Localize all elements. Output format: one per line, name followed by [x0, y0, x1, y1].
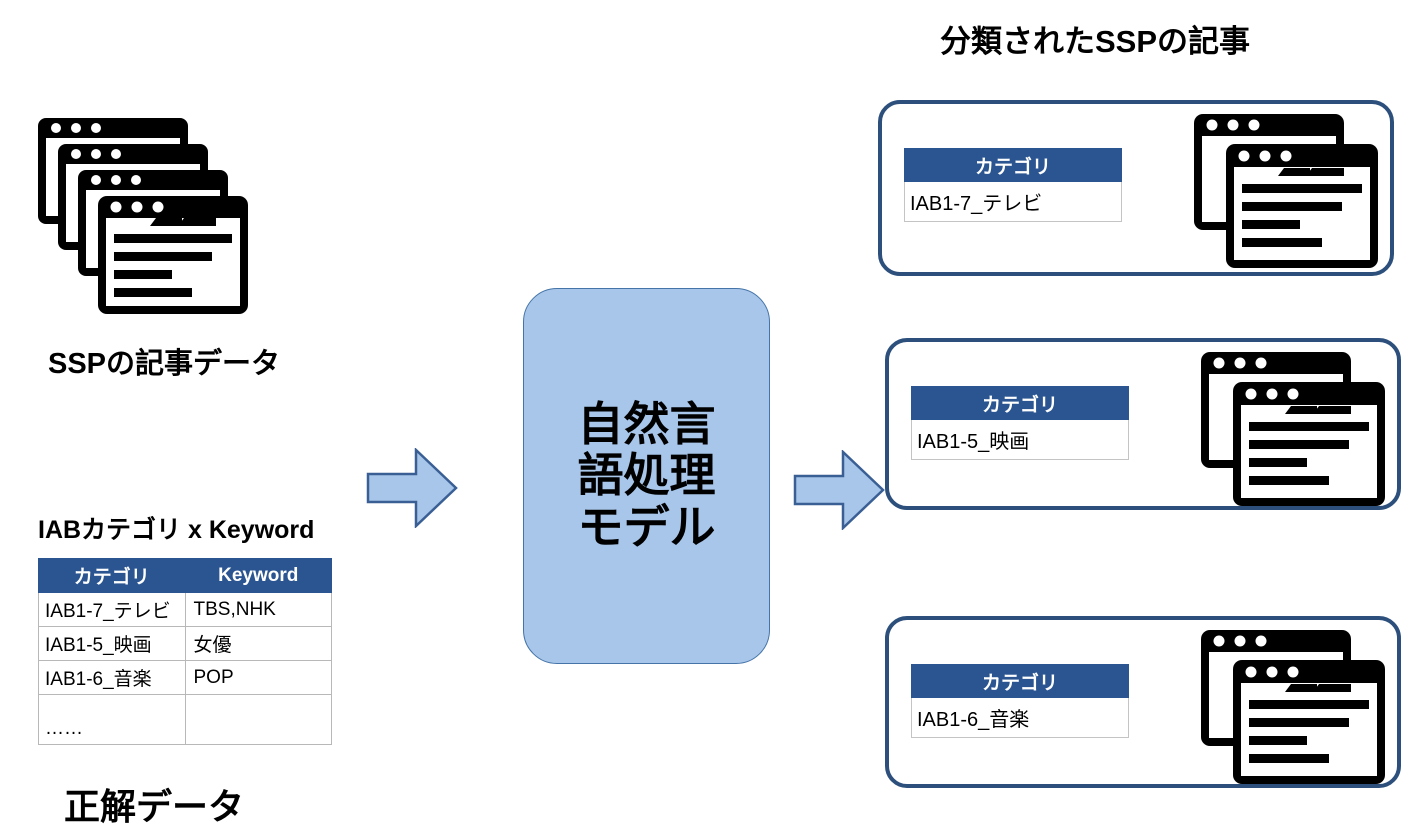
cell-category: IAB1-7_テレビ: [38, 592, 186, 627]
table-row: ……: [38, 694, 332, 745]
cell-keyword: 女優: [184, 626, 332, 661]
document-stack-icon: [1192, 112, 1382, 272]
column-header-keyword: Keyword: [184, 558, 332, 593]
result-card: カテゴリ IAB1-5_映画: [885, 338, 1401, 510]
column-header-category: カテゴリ: [911, 664, 1129, 698]
table-row: IAB1-6_音楽: [911, 697, 1129, 738]
ground-truth-label: 正解データ: [64, 786, 245, 827]
result-category-table: カテゴリ IAB1-7_テレビ: [904, 148, 1122, 222]
table-row: IAB1-7_テレビ: [904, 181, 1122, 222]
result-category-table: カテゴリ IAB1-5_映画: [911, 386, 1129, 460]
page-title-classified-articles: 分類されたSSPの記事: [940, 24, 1251, 59]
table-row: IAB1-5_映画 女優: [38, 626, 332, 661]
table-header-row: カテゴリ: [911, 664, 1129, 698]
document-stack-icon: [1199, 628, 1389, 788]
arrow-right-icon: [366, 447, 458, 529]
cell-keyword: [184, 694, 332, 745]
table-header-row: カテゴリ: [911, 386, 1129, 420]
ground-truth-table-heading: IABカテゴリ x Keyword: [38, 516, 315, 544]
result-category-table: カテゴリ IAB1-6_音楽: [911, 664, 1129, 738]
input-data-label: SSPの記事データ: [48, 348, 281, 380]
result-card: カテゴリ IAB1-6_音楽: [885, 616, 1401, 788]
cell-category: IAB1-6_音楽: [38, 660, 186, 695]
document-stack-icon: [1199, 350, 1389, 510]
cell-keyword: TBS,NHK: [184, 592, 332, 627]
arrow-right-icon: [793, 449, 885, 531]
cell-keyword: POP: [184, 660, 332, 695]
result-card: カテゴリ IAB1-7_テレビ: [878, 100, 1394, 276]
column-header-category: カテゴリ: [911, 386, 1129, 420]
table-row: IAB1-5_映画: [911, 419, 1129, 460]
ground-truth-table: カテゴリ Keyword IAB1-7_テレビ TBS,NHK IAB1-5_映…: [38, 558, 332, 745]
cell-category: IAB1-5_映画: [911, 419, 1129, 460]
table-header-row: カテゴリ Keyword: [38, 558, 332, 593]
table-row: IAB1-7_テレビ TBS,NHK: [38, 592, 332, 627]
nlp-model-box: 自然言語処理モデル: [523, 288, 770, 664]
column-header-category: カテゴリ: [38, 558, 186, 593]
cell-category-ellipsis: ……: [38, 694, 186, 745]
table-header-row: カテゴリ: [904, 148, 1122, 182]
document-stack-icon: [34, 114, 294, 324]
cell-category: IAB1-5_映画: [38, 626, 186, 661]
cell-category: IAB1-6_音楽: [911, 697, 1129, 738]
column-header-category: カテゴリ: [904, 148, 1122, 182]
cell-category: IAB1-7_テレビ: [904, 181, 1122, 222]
table-row: IAB1-6_音楽 POP: [38, 660, 332, 695]
nlp-model-label: 自然言語処理モデル: [577, 397, 716, 553]
